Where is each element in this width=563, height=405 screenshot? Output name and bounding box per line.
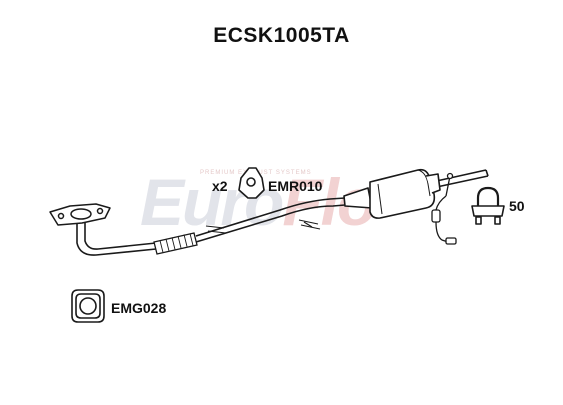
inlet-flange	[49, 203, 111, 226]
clamp-quantity: 50	[509, 198, 525, 214]
gasket-part-code: EMG028	[111, 300, 167, 316]
flange-gasket-icon	[71, 289, 105, 323]
flex-section	[153, 232, 198, 255]
rubber-mount-icon	[238, 167, 265, 199]
part-number-title: ECSK1005TA	[213, 24, 350, 47]
exhaust-pipe-icon	[76, 169, 489, 256]
mount-quantity: x2	[212, 178, 228, 194]
u-bolt-clamp-icon	[471, 186, 505, 225]
catalytic-converter-icon	[343, 168, 441, 219]
mount-part-code: EMR010	[268, 178, 323, 194]
lambda-sensor-icon	[431, 172, 457, 245]
